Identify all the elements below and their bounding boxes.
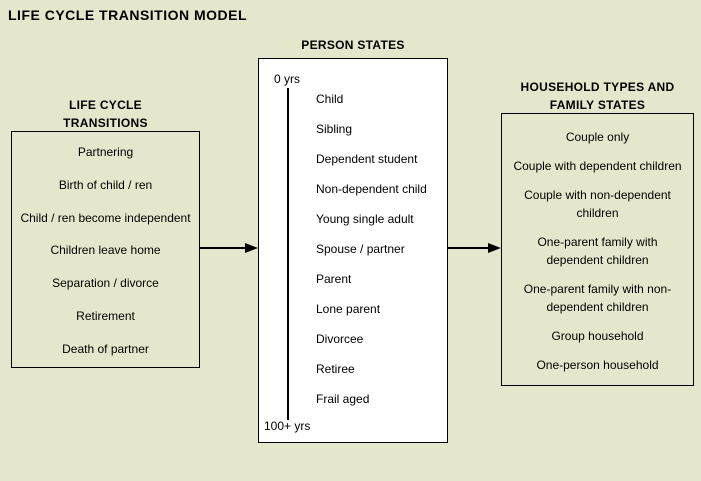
transition-item: Children leave home — [50, 243, 161, 258]
life-cycle-transitions-box: Partnering Birth of child / ren Child / … — [11, 131, 200, 368]
arrow-shaft — [448, 247, 492, 249]
person-state-item: Divorcee — [316, 332, 364, 346]
age-start-label: 0 yrs — [274, 72, 301, 86]
household-type-item: One-parent family with dependent childre… — [537, 235, 658, 267]
age-end-label: 100+ yrs — [264, 419, 311, 433]
arrowhead-right-icon — [488, 243, 501, 253]
person-state-item: Spouse / partner — [316, 242, 405, 256]
arrow-transitions-to-person-states — [200, 243, 258, 253]
age-timeline-line — [287, 88, 289, 420]
person-state-item: Lone parent — [316, 302, 381, 316]
middle-panel-heading: PERSON STATES — [301, 38, 405, 52]
arrow-person-states-to-household-types — [448, 243, 501, 253]
household-type-item: Group household — [551, 329, 644, 343]
person-state-item: Child — [316, 92, 344, 106]
household-type-item: One-parent family with non-dependent chi… — [523, 282, 672, 314]
household-type-item: Couple with non-dependent children — [524, 188, 671, 220]
person-state-item: Non-dependent child — [316, 182, 427, 196]
person-state-item: Sibling — [316, 122, 353, 136]
household-type-item: One-person household — [536, 358, 659, 372]
transition-item: Death of partner — [62, 341, 149, 356]
person-state-item: Dependent student — [316, 152, 418, 166]
person-state-item: Parent — [316, 272, 352, 286]
household-types-box: Couple only Couple with dependent childr… — [501, 113, 694, 386]
transition-item: Birth of child / ren — [58, 177, 153, 192]
person-state-item: Retiree — [316, 362, 355, 376]
person-states-list: Child Sibling Dependent student Non-depe… — [316, 84, 427, 414]
transition-item: Child / ren become independent — [20, 210, 191, 225]
left-panel-heading: LIFE CYCLE TRANSITIONS — [63, 98, 148, 130]
arrowhead-right-icon — [245, 243, 258, 253]
arrow-shaft — [200, 247, 249, 249]
household-type-item: Couple with dependent children — [513, 159, 682, 173]
transition-item: Retirement — [76, 309, 135, 324]
person-states-box: 0 yrs Child Sibling Dependent student No… — [258, 58, 448, 443]
transition-item: Partnering — [77, 145, 134, 159]
person-state-item: Frail aged — [316, 392, 370, 406]
transition-item: Separation / divorce — [52, 276, 159, 291]
person-state-item: Young single adult — [316, 212, 414, 226]
right-panel-heading: HOUSEHOLD TYPES AND FAMILY STATES — [520, 80, 675, 112]
diagram-title: LIFE CYCLE TRANSITION MODEL — [8, 7, 248, 23]
household-type-item: Couple only — [565, 130, 630, 144]
